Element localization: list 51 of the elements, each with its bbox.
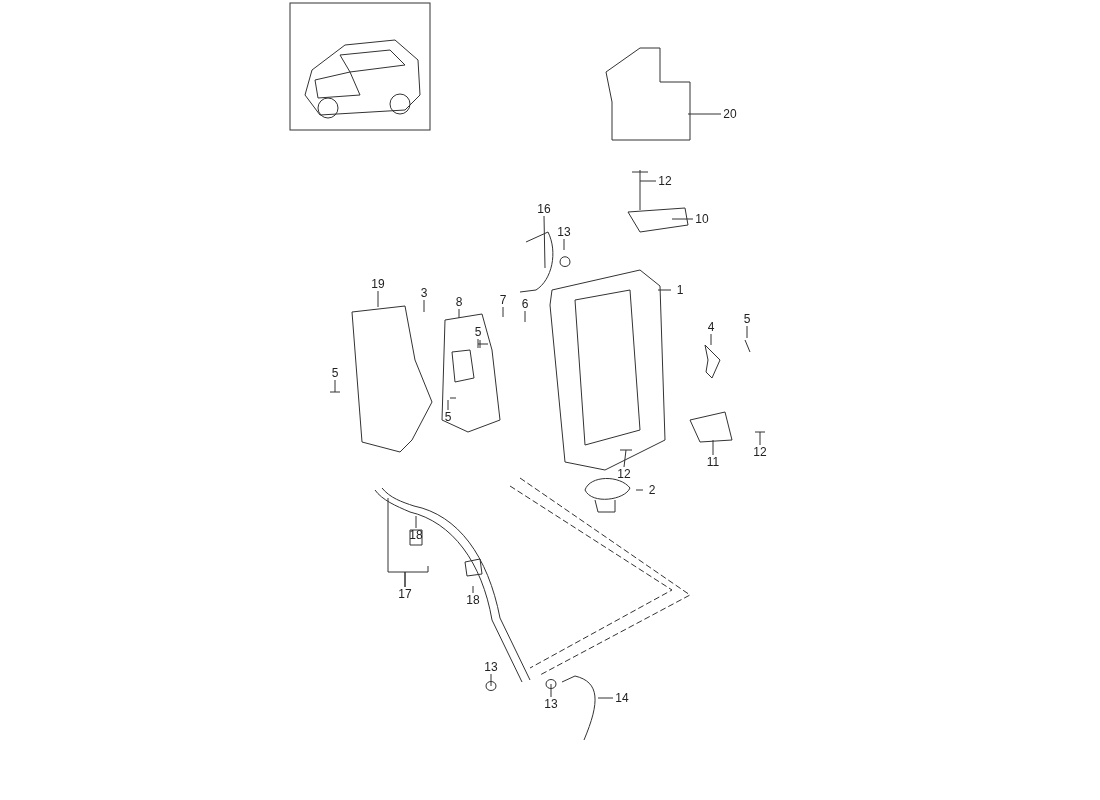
callout-number: 17 [396,587,414,601]
callout-number: 5 [738,312,756,326]
callout-number: 19 [369,277,387,291]
leader-line [334,379,336,393]
leader-line [502,306,504,318]
leader-line [687,113,722,115]
leader-line [623,449,627,468]
leader-line [710,333,712,346]
callout-number: 13 [482,660,500,674]
leader-line [550,683,552,698]
callout-number: 18 [464,593,482,607]
leader-line [639,180,657,182]
callout-number: 7 [494,293,512,307]
callout-number: 3 [415,286,433,300]
callout-number: 8 [450,295,468,309]
callout-number: 20 [721,107,739,121]
callout-number: 5 [469,325,487,339]
callout-number: 12 [656,174,674,188]
callout-number: 2 [643,483,661,497]
leader-line [543,215,546,269]
callout-number: 5 [439,410,457,424]
leader-line [657,289,672,291]
leader-line [671,218,694,220]
callout-number: 1 [671,283,689,297]
callout-number: 14 [613,691,631,705]
leader-line [477,338,479,349]
leader-line [524,310,526,323]
leader-line [447,399,449,411]
callout-number: 6 [516,297,534,311]
callout-number: 11 [704,455,722,469]
leader-line [597,697,614,699]
leader-line [377,290,379,308]
callout-number: 13 [555,225,573,239]
callout-number: 4 [702,320,720,334]
callout-number: 5 [326,366,344,380]
leader-line [746,325,748,339]
leader-line [759,431,761,446]
leader-line [458,308,460,319]
leader-line [563,238,565,251]
leader-line [712,439,714,456]
callout-number: 12 [615,467,633,481]
leader-line [635,489,644,491]
callout-number: 10 [693,212,711,226]
leader-line [490,673,492,687]
leader-line [404,565,429,588]
callout-number: 16 [535,202,553,216]
leader-line [472,585,474,594]
leader-line [423,299,425,313]
callout-number: 12 [751,445,769,459]
leader-line [415,515,417,529]
callout-number: 13 [542,697,560,711]
